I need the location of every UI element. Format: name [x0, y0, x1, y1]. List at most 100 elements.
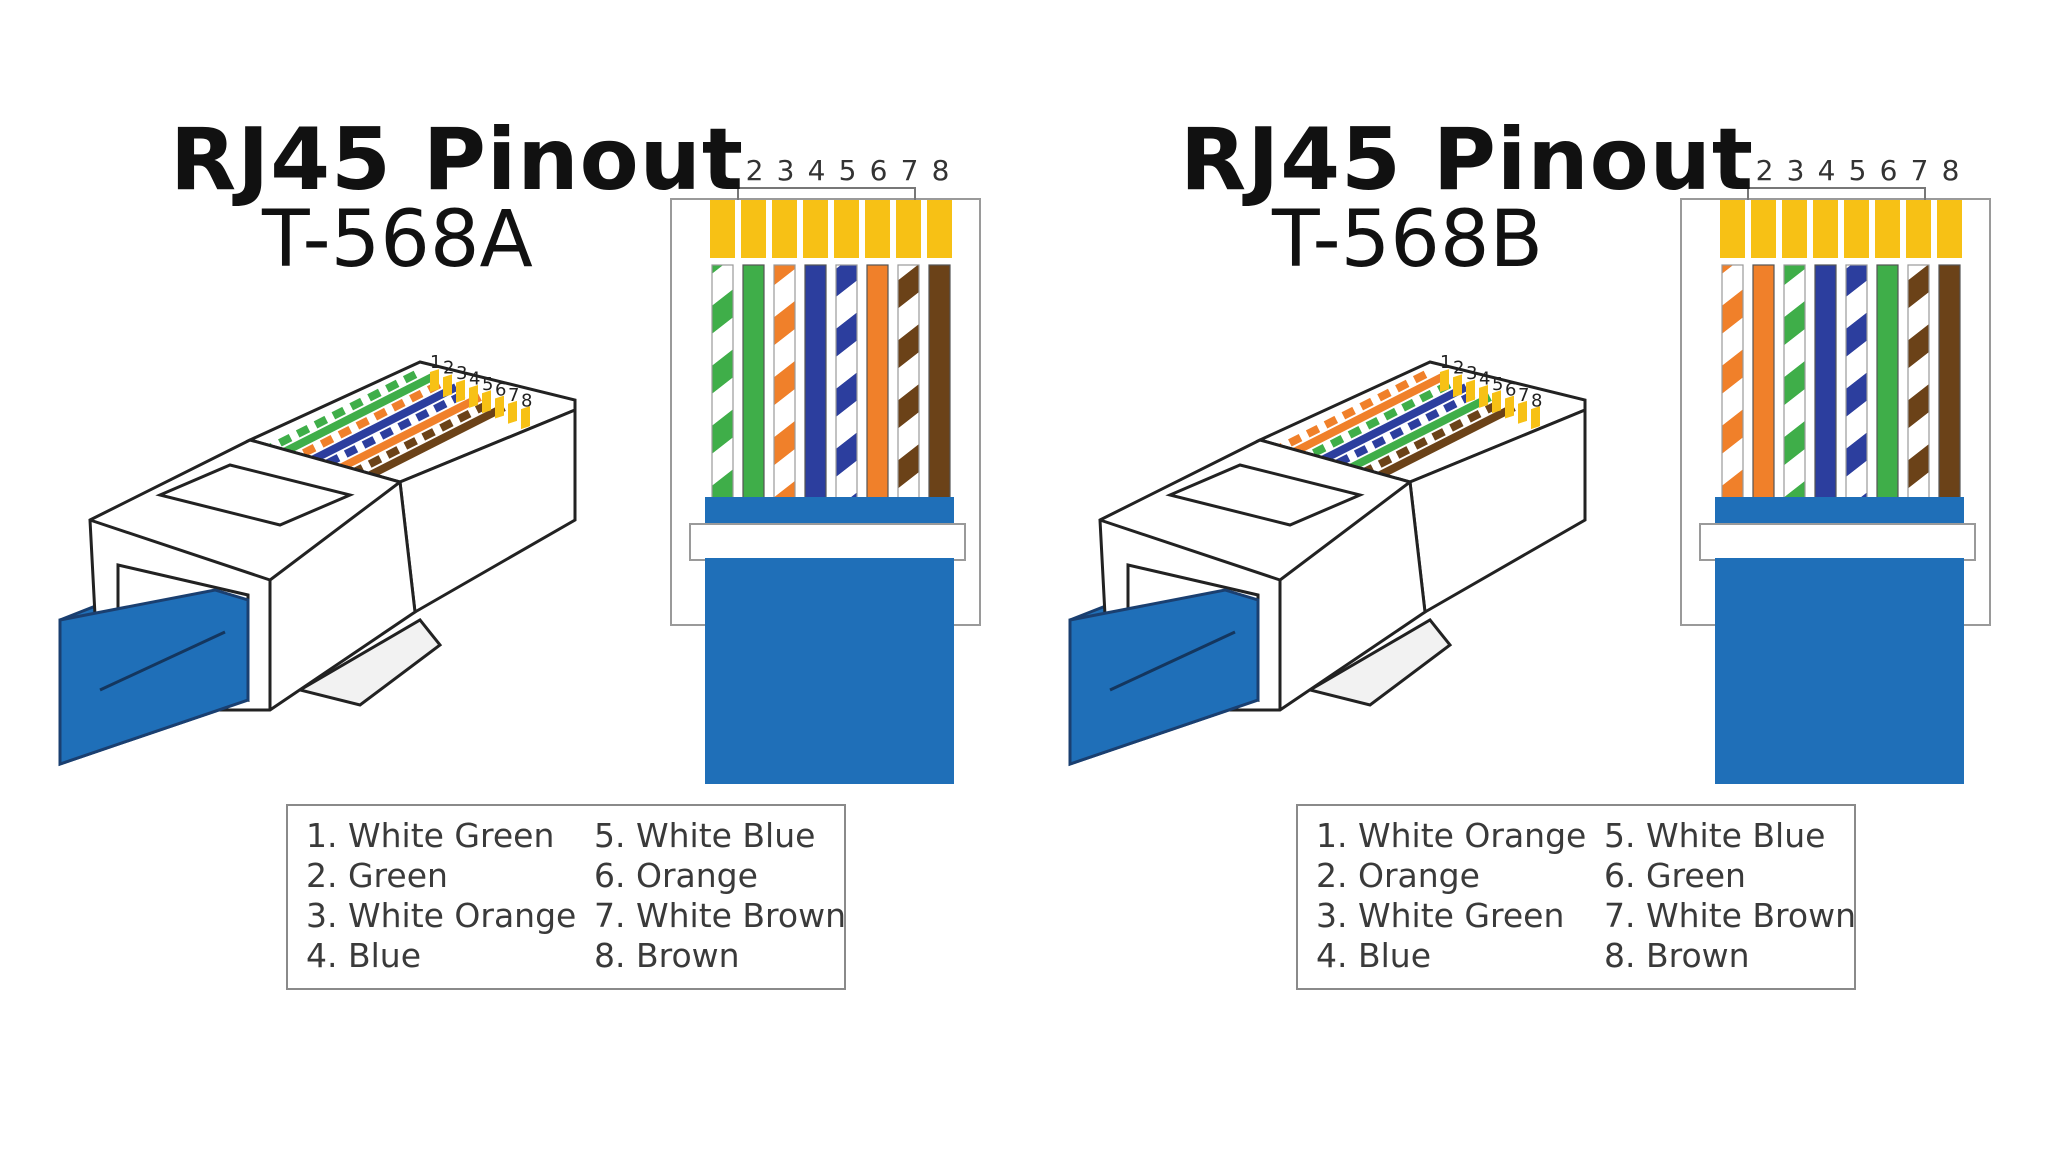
wire-green: [1330, 393, 1492, 481]
pin-number: 1: [1725, 154, 1743, 187]
gold-contact: [1844, 200, 1869, 258]
latch: [296, 618, 443, 707]
legend-item: 4. Blue: [1316, 936, 1432, 975]
pin-number: 6: [1505, 380, 1516, 401]
legend-item: 3. White Green: [1316, 896, 1565, 935]
pin-number: 8: [932, 154, 950, 187]
pin-number: 3: [1466, 363, 1477, 384]
legend-item: 3. White Orange: [306, 896, 577, 935]
wire-brown: [1938, 264, 1961, 501]
wire-white-orange: [284, 378, 446, 466]
standard-name: T-568A: [262, 195, 533, 285]
side-face: [1408, 407, 1587, 615]
cable-jacket: [1715, 558, 1964, 784]
gold-contact: [1720, 200, 1745, 258]
pin-number: 3: [456, 363, 467, 384]
gold-contact: [1453, 374, 1462, 398]
wire-white-green: [1294, 378, 1456, 466]
wire-white-brown: [332, 398, 494, 486]
pin-number: 1: [430, 352, 441, 373]
pin-number: 6: [870, 154, 888, 187]
cable-jacket: [705, 558, 954, 784]
pin-number: 4: [1479, 369, 1490, 390]
legend-item: 2. Orange: [1316, 856, 1480, 895]
wire-white-orange: [1270, 368, 1432, 456]
gold-contact: [1492, 390, 1501, 414]
wire-white-green: [260, 368, 422, 456]
wire-brown: [928, 264, 951, 501]
side-face: [398, 407, 577, 615]
pin-number: 1: [715, 154, 733, 187]
pin-bracket: [737, 187, 916, 200]
cable-jacket-top: [1715, 497, 1964, 527]
cable-jacket-top: [705, 497, 954, 527]
pin-number: 8: [1942, 154, 1960, 187]
wire-orange: [1752, 264, 1775, 501]
latch-window: [155, 463, 355, 527]
pin-number: 5: [839, 154, 857, 187]
gold-contact: [710, 200, 735, 258]
pin-number: 5: [1849, 154, 1867, 187]
legend-item: 6. Green: [1604, 856, 1746, 895]
wire-white-green: [711, 264, 734, 501]
wire-white-blue: [835, 264, 858, 501]
wire-legend: 1. White Green 2. Green 3. White Orange …: [286, 804, 846, 990]
gold-contact: [865, 200, 890, 258]
latch-window: [1165, 463, 1365, 527]
pin-number: 1: [1440, 352, 1451, 373]
cable-in-opening: [1068, 588, 1260, 767]
pin-number: 5: [1492, 374, 1503, 395]
gold-contact: [772, 200, 797, 258]
strain-relief: [1699, 523, 1976, 561]
pin-number: 2: [746, 154, 764, 187]
gold-contact: [1518, 400, 1527, 424]
pin-number: 7: [1518, 385, 1529, 406]
pin-number: 4: [808, 154, 826, 187]
wire-legend: 1. White Orange 2. Orange 3. White Green…: [1296, 804, 1856, 990]
pin-bracket: [1747, 187, 1926, 200]
gold-contact: [495, 395, 504, 419]
gold-contact: [1531, 406, 1540, 430]
pin-number: 5: [482, 374, 493, 395]
gold-contact: [896, 200, 921, 258]
top-edge: [89, 518, 271, 582]
gold-contact: [521, 406, 530, 430]
pin-number: 3: [777, 154, 795, 187]
cable-line: [99, 630, 226, 692]
pin-number: 2: [1453, 358, 1464, 379]
wire-white-blue: [308, 388, 470, 476]
pin-number: 7: [901, 154, 919, 187]
legend-item: 1. White Green: [306, 816, 555, 855]
wire-white-brown: [1907, 264, 1930, 501]
gold-contact: [1813, 200, 1838, 258]
legend-item: 4. Blue: [306, 936, 422, 975]
gold-contact: [1440, 369, 1449, 392]
wire-white-brown: [897, 264, 920, 501]
pin-number: 6: [495, 380, 506, 401]
gold-contact: [443, 374, 452, 398]
wire-green: [1876, 264, 1899, 501]
gold-contact: [741, 200, 766, 258]
standard-name: T-568B: [1272, 195, 1544, 285]
page-title: RJ45 Pinout: [1180, 110, 1754, 210]
legend-item: 7. White Brown: [594, 896, 846, 935]
legend-item: 1. White Orange: [1316, 816, 1587, 855]
gold-contact: [1505, 395, 1514, 419]
gold-contact: [1479, 384, 1488, 408]
pin-number: 3: [1787, 154, 1805, 187]
wire-white-brown: [1342, 398, 1504, 486]
gold-contact: [508, 400, 517, 424]
wire-green: [272, 373, 434, 461]
gold-contact: [1906, 200, 1931, 258]
wire-blue: [804, 264, 827, 501]
legend-item: 6. Orange: [594, 856, 758, 895]
gold-contact: [1875, 200, 1900, 258]
gold-contact: [803, 200, 828, 258]
